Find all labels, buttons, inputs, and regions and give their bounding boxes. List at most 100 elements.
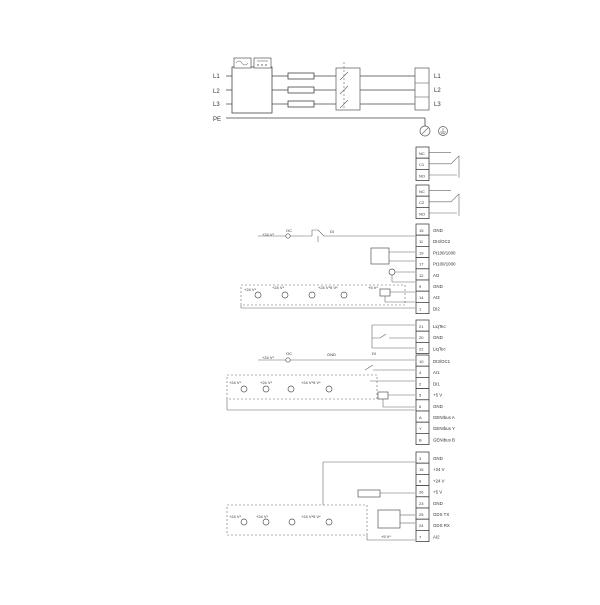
terminal-label: GND bbox=[433, 501, 443, 506]
oc-label-b: OC bbox=[286, 351, 292, 356]
terminal-cell bbox=[415, 399, 430, 412]
terminal-number: 14 bbox=[419, 295, 424, 300]
terminal-label: DI4/OC2 bbox=[433, 239, 451, 244]
emc-filter-box bbox=[231, 66, 273, 114]
sensor-icon-3 bbox=[308, 291, 316, 299]
sensor-icon-12 bbox=[325, 518, 333, 526]
motor-terminal-block bbox=[414, 67, 430, 111]
sensor-icon-4 bbox=[340, 291, 348, 299]
di-switch-icon bbox=[311, 229, 325, 237]
liqtec-switch-icon bbox=[371, 324, 415, 339]
terminal-label: +24 V bbox=[433, 478, 445, 483]
terminal-label: GENIbus Y bbox=[433, 426, 455, 431]
terminal-number: 12 bbox=[419, 273, 424, 278]
terminal-number: 7 bbox=[419, 534, 422, 539]
sensor-icon-6 bbox=[262, 385, 270, 393]
plus24-label-g: +24 V* bbox=[229, 514, 242, 519]
terminal-number: 25 bbox=[419, 512, 424, 517]
terminal-number: 10 bbox=[419, 359, 424, 364]
sensor-icon-8 bbox=[325, 385, 333, 393]
terminal-number: 22 bbox=[419, 346, 424, 351]
terminal-label: GND bbox=[433, 335, 443, 340]
wiring-group-4: +5 V* +24 V* +24 V* +24 V*5 V* bbox=[226, 461, 415, 541]
terminal-number: 6 bbox=[419, 404, 422, 409]
sensor-group-box-1 bbox=[240, 284, 406, 306]
plus24-5-label-b: +24 V*5 V* bbox=[301, 380, 321, 385]
plus5-label-a: +5 V* bbox=[368, 285, 378, 290]
sensor-icon-11 bbox=[288, 518, 296, 526]
relay-terminal-label: NO bbox=[419, 211, 425, 216]
terminal-cell bbox=[415, 388, 430, 401]
di-switch-icon-2 bbox=[364, 364, 415, 371]
plus5-label-b: +5 V* bbox=[381, 534, 391, 539]
di-label-a: DI bbox=[330, 229, 334, 234]
terminal-label: DI3/OC1 bbox=[433, 359, 451, 364]
terminal-number: 8 bbox=[419, 478, 422, 483]
relay-contact-icon bbox=[429, 152, 460, 178]
fuse-l1 bbox=[287, 72, 315, 80]
output-label-l3: L3 bbox=[434, 102, 441, 108]
terminal-label: DI2 bbox=[433, 306, 440, 311]
terminal-number: 9 bbox=[419, 284, 422, 289]
main-switch-box bbox=[335, 67, 361, 111]
potentiometer-icon-3 bbox=[357, 489, 381, 498]
fuse-l3 bbox=[287, 100, 315, 108]
relay-terminal-label: NC bbox=[419, 189, 425, 194]
terminal-label: GENIbus B bbox=[433, 437, 455, 442]
plus24-label-d: +24 V* bbox=[262, 355, 275, 360]
terminal-number: Y bbox=[419, 426, 422, 431]
terminal-cell bbox=[415, 432, 430, 445]
sensor-group-box-3 bbox=[226, 504, 368, 536]
plus24-5-label-c: +24 V*5 V* bbox=[301, 514, 321, 519]
terminal-label: AI2 bbox=[433, 534, 440, 539]
output-label-l2: L2 bbox=[434, 88, 441, 94]
terminal-cell bbox=[415, 279, 430, 292]
plus24-label-f: +24 V* bbox=[260, 380, 273, 385]
terminal-number: 19 bbox=[419, 250, 424, 255]
terminal-number: B bbox=[419, 437, 422, 442]
relay-terminal-label: C1 bbox=[419, 162, 425, 167]
input-label-l3: L3 bbox=[213, 102, 220, 108]
terminal-label: GENIbus A bbox=[433, 415, 455, 420]
terminal-number: 2 bbox=[419, 381, 422, 386]
terminal-label: +24 V bbox=[433, 467, 445, 472]
ao-meter-icon bbox=[388, 268, 396, 276]
terminal-number: 24 bbox=[419, 523, 424, 528]
terminal-label: Pt100/1000 bbox=[433, 250, 456, 255]
terminal-label: AI1 bbox=[433, 370, 440, 375]
potentiometer-icon-2 bbox=[377, 391, 389, 400]
terminal-label: AI3 bbox=[433, 295, 440, 300]
sensor-icon-1 bbox=[254, 291, 262, 299]
plus24-label-a: +24 V* bbox=[262, 232, 275, 237]
terminal-label: GND bbox=[433, 284, 443, 289]
terminal-number: 11 bbox=[419, 239, 424, 244]
terminal-number: 23 bbox=[419, 501, 424, 506]
plus24-label-h: +24 V* bbox=[256, 514, 269, 519]
sensor-icon-5 bbox=[240, 385, 248, 393]
pe-label: PE bbox=[213, 117, 221, 123]
relay-contact-icon bbox=[429, 190, 460, 216]
plus24-label-c: +24 V* bbox=[272, 285, 285, 290]
output-label-l1: L1 bbox=[434, 74, 441, 80]
terminal-label: GND bbox=[433, 456, 443, 461]
terminal-number: 17 bbox=[419, 262, 424, 267]
gnd-label: GND bbox=[327, 352, 336, 357]
relay-terminal-label: NC bbox=[419, 151, 425, 156]
sensor-icon-10 bbox=[262, 518, 270, 526]
wiring-group-2 bbox=[371, 324, 415, 349]
dc-symbol-icon bbox=[253, 57, 272, 69]
wiring-group-1: +24 V* OC DI +24 V* +24 V* +24 V*5 V* +5… bbox=[240, 228, 415, 309]
terminal-label: Pt100/1000 bbox=[433, 262, 456, 267]
terminal-label: DI1 bbox=[433, 381, 440, 386]
terminal-number: 3 bbox=[419, 456, 422, 461]
terminal-cell bbox=[415, 341, 430, 354]
terminal-cell bbox=[415, 410, 430, 423]
